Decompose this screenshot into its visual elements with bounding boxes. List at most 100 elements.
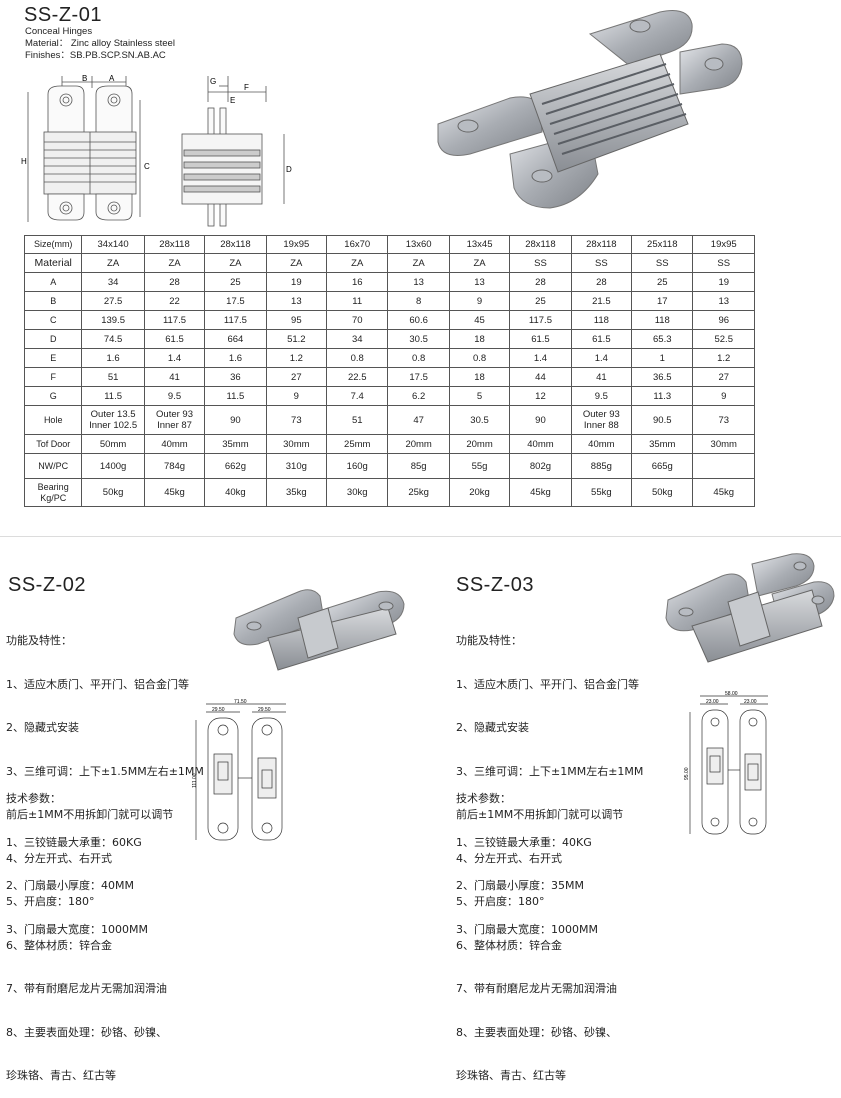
table-cell: 1 [631, 348, 694, 368]
table-cell: 36.5 [631, 367, 694, 387]
table-cell: 25kg [387, 478, 450, 507]
table-cell [692, 453, 755, 479]
table-cell: 28x118 [143, 235, 206, 254]
tech-line: 2、门扇最小厚度：40MM [6, 879, 134, 892]
row-header: Hole [23, 405, 83, 435]
feature-line: 7、带有耐磨尼龙片无需加润滑油 [6, 982, 167, 995]
table-cell: 9.5 [143, 386, 206, 406]
feature-line: 珍珠铬、青古、红古等 [456, 1069, 566, 1082]
dim-label-c: C [144, 162, 150, 171]
table-cell: 45kg [692, 478, 755, 507]
section-divider [0, 536, 841, 537]
hinge-photo-ss-z-01 [437, 10, 743, 209]
table-cell: 34 [326, 329, 389, 349]
tech-block-ss-z-02: 技术参数： 1、三铰链最大承重：60KG 2、门扇最小厚度：40MM 3、门扇最… [6, 763, 148, 952]
dim-label-d: D [286, 165, 292, 174]
table-cell: 90.5 [631, 405, 694, 435]
table-cell: 1.2 [265, 348, 328, 368]
dim-label-a: A [109, 74, 115, 83]
table-cell: 25 [204, 272, 267, 292]
cell-line: Outer 93 [156, 409, 193, 420]
table-cell: 28 [143, 272, 206, 292]
table-cell: 17 [631, 291, 694, 311]
cell-line: Kg/PC [40, 492, 67, 503]
table-cell: 13x60 [387, 235, 450, 254]
cell-line: Inner 87 [157, 420, 192, 431]
drawing-ss-z-02: 71.50 29.50 29.50 111.00 [192, 699, 286, 841]
dim-right: 29.50 [258, 707, 271, 713]
table-cell: 45kg [509, 478, 572, 507]
table-cell: 35mm [204, 434, 267, 454]
feature-line: 珍珠铬、青古、红古等 [6, 1069, 116, 1082]
table-cell: 13x45 [448, 235, 511, 254]
table-cell: 28x118 [570, 235, 633, 254]
row-header: A [23, 272, 83, 292]
table-cell: 73 [265, 405, 328, 435]
table-cell: 11.3 [631, 386, 694, 406]
row-header: C [23, 310, 83, 330]
table-cell: 13 [448, 272, 511, 292]
table-cell: 50kg [81, 478, 145, 507]
dim-label-h: H [21, 157, 27, 166]
table-cell: 665g [631, 453, 694, 479]
feature-line: 3、三维可调：上下±1MM左右±1MM [456, 764, 644, 778]
features-title: 功能及特性： [6, 634, 72, 647]
table-cell: 55g [448, 453, 511, 479]
table-cell: 8 [387, 291, 450, 311]
hinge-photo-ss-z-02 [233, 589, 405, 671]
table-cell: 50mm [81, 434, 145, 454]
table-cell: 40mm [143, 434, 206, 454]
table-cell: 13 [387, 272, 450, 292]
hinge-photo-ss-z-03 [665, 553, 835, 663]
table-cell: 20mm [448, 434, 511, 454]
table-cell: 28x118 [509, 235, 572, 254]
table-cell: ZA [387, 253, 450, 273]
table-cell: 6.2 [387, 386, 450, 406]
model-title-ss-z-01: SS-Z-01 [24, 4, 102, 26]
table-cell: 18 [448, 367, 511, 387]
table-cell: 19x95 [692, 235, 755, 254]
dim-total: 71.50 [234, 699, 247, 705]
table-cell: 117.5 [143, 310, 206, 330]
table-cell: 60.6 [387, 310, 450, 330]
table-cell: 117.5 [204, 310, 267, 330]
table-cell: 802g [509, 453, 572, 479]
table-cell: 310g [265, 453, 328, 479]
table-cell: 30mm [265, 434, 328, 454]
table-cell: 61.5 [509, 329, 572, 349]
model-title-ss-z-03: SS-Z-03 [456, 574, 534, 596]
table-cell: 30kg [326, 478, 389, 507]
table-cell: 96 [692, 310, 755, 330]
cell-line: Outer 93 [582, 409, 620, 420]
info-line-material: Material： Zinc alloy Stainless steel [25, 38, 175, 49]
table-cell: 52.5 [692, 329, 755, 349]
feature-line: 2、隐藏式安装 [456, 721, 529, 734]
tech-line: 3、门扇最大宽度：1000MM [456, 922, 598, 936]
row-header: F [23, 367, 83, 387]
table-cell: 21.5 [570, 291, 633, 311]
table-cell: ZA [204, 253, 267, 273]
table-cell: 19 [692, 272, 755, 292]
table-cell: 41 [570, 367, 633, 387]
table-cell: 90 [204, 405, 267, 435]
table-cell: 25 [509, 291, 572, 311]
table-cell: ZA [448, 253, 511, 273]
table-cell: 30.5 [448, 405, 511, 435]
table-cell: ZA [265, 253, 328, 273]
table-cell: 17.5 [204, 291, 267, 311]
table-cell: 18 [448, 329, 511, 349]
dim-label-e: E [230, 96, 235, 105]
table-cell: 11 [326, 291, 389, 311]
table-cell: ZA [143, 253, 206, 273]
feature-line: 3、三维可调：上下±1.5MM左右±1MM [6, 764, 204, 778]
row-header: G [23, 386, 83, 406]
dim-right: 23.00 [744, 699, 757, 705]
table-cell: 1.4 [509, 348, 572, 368]
dim-height: 111.00 [192, 773, 198, 788]
